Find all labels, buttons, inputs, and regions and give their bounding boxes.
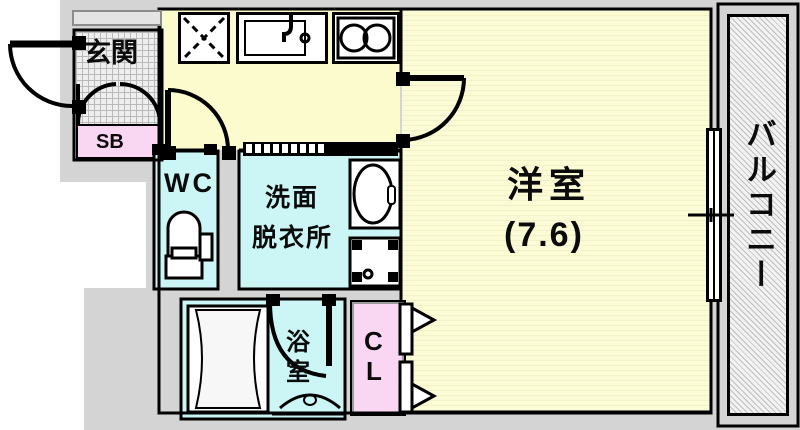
meter-box [72, 10, 162, 26]
bathtub-icon [186, 304, 270, 414]
toilet-icon [164, 210, 214, 280]
refrigerator-x-mark [182, 16, 226, 60]
bath-door-frame [326, 300, 332, 366]
label-wc: WC [164, 168, 215, 198]
label-living: 洋室 [507, 165, 592, 206]
living-door-icon[interactable] [396, 72, 474, 148]
kitchen-door-icon[interactable] [160, 88, 250, 160]
outside-area-left [0, 182, 84, 430]
washing-machine-pan-icon [348, 236, 402, 288]
closet-bifold-doors-icon[interactable] [398, 302, 448, 414]
label-washroom-line1: 洗面 [265, 183, 320, 212]
room-shoebox [76, 124, 160, 159]
washroom-sliding-door-panel [246, 144, 324, 153]
label-closet-line2: L [366, 356, 382, 386]
bath-shower-door-icon [268, 301, 346, 416]
wc-door-jamb-left [152, 144, 165, 155]
label-bath-line1: 浴 [286, 328, 310, 356]
label-bath-line2: 室 [286, 358, 310, 386]
label-balcony: バルコニー [740, 118, 776, 293]
balcony-door-open-mark [688, 208, 734, 222]
label-shoebox: SB [96, 131, 124, 153]
wc-door-jamb-right [204, 144, 217, 155]
bath-door-jamb-left [266, 294, 280, 306]
genkan-closet-doors-icon[interactable] [74, 82, 164, 126]
washbasin-icon [348, 158, 402, 230]
label-washroom-line2: 脱衣所 [252, 223, 334, 252]
stove-burners-icon [336, 16, 396, 60]
sink-faucet-icon [282, 14, 311, 44]
label-closet-line1: C [364, 326, 383, 356]
label-genkan: 玄関 [84, 38, 138, 69]
room-genkan [76, 32, 160, 124]
sink-basin [244, 20, 306, 56]
label-living-area: (7.6) [504, 216, 584, 254]
